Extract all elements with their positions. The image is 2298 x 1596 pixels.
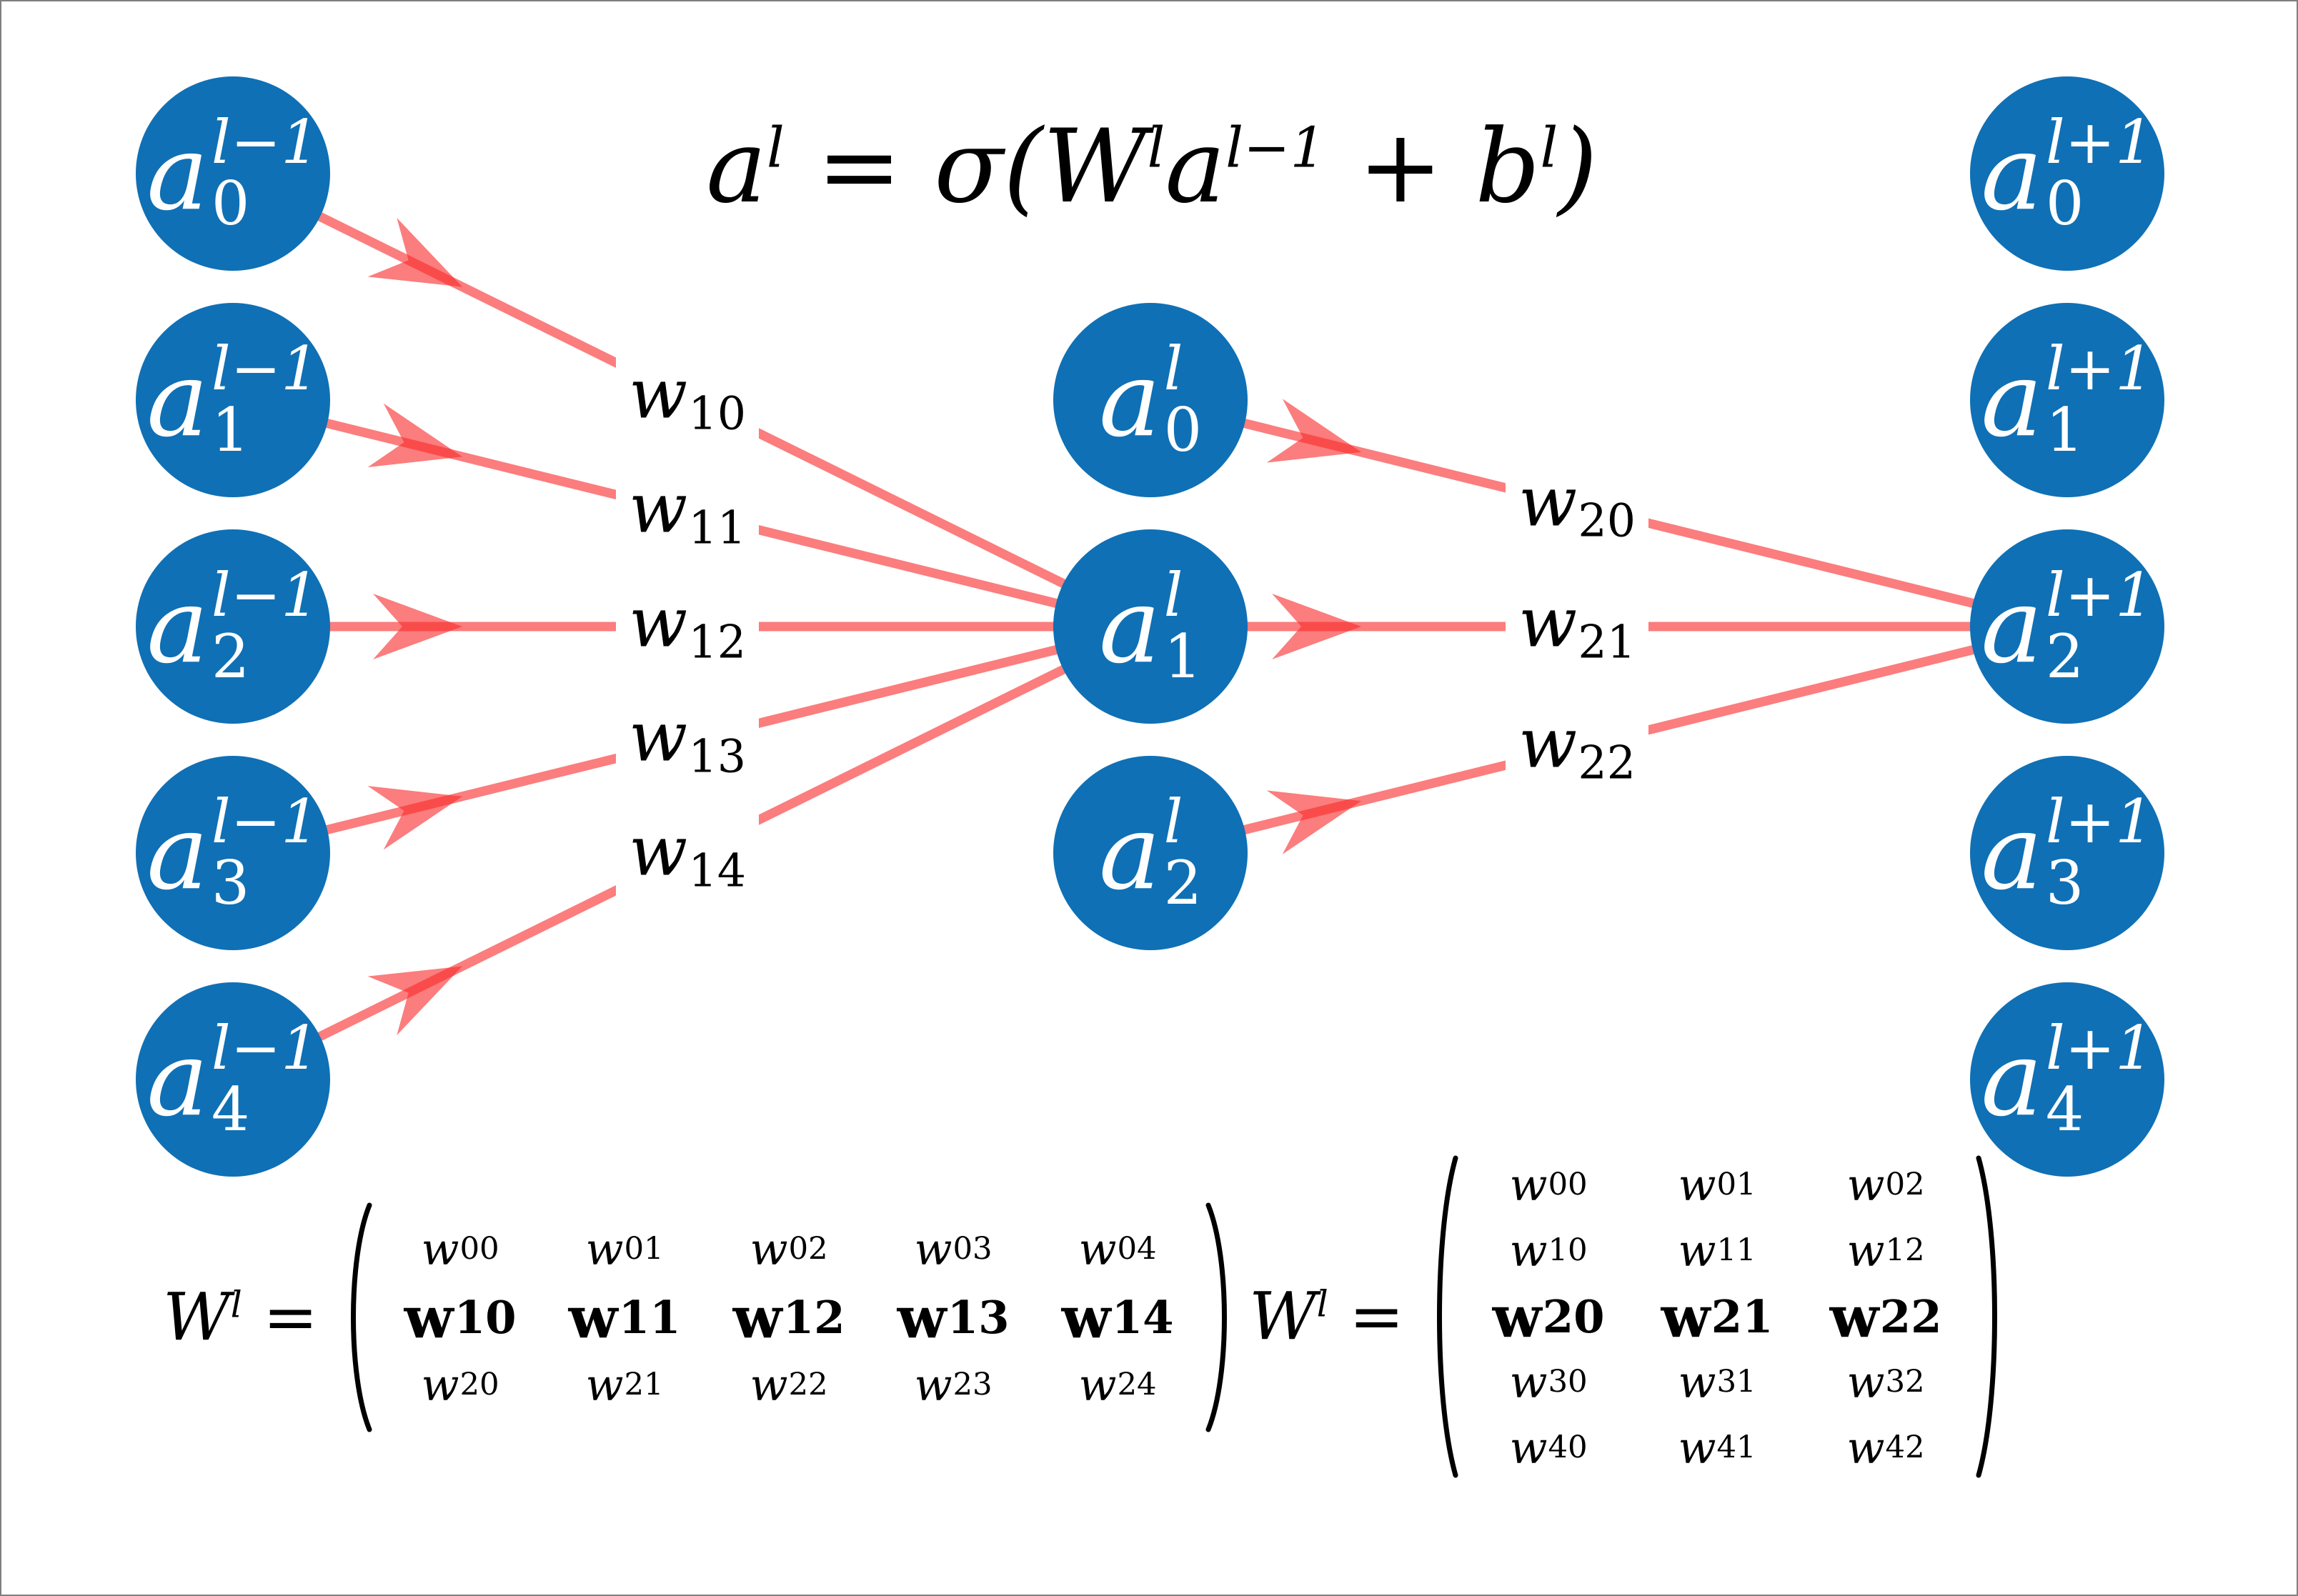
neuron-node-previous-layer-3 (136, 756, 330, 950)
neuron-node-next-layer-3 (1970, 756, 2164, 950)
weight-label-w22: w22 (1505, 704, 1649, 791)
neuron-node-next-layer-0 (1970, 76, 2164, 271)
neuron-node-previous-layer-1 (136, 303, 330, 497)
neuron-node-previous-layer-2 (136, 529, 330, 724)
edge-arrowhead (367, 786, 462, 850)
neuron-node-next-layer-4 (1970, 982, 2164, 1177)
weight-label-w13: w13 (615, 698, 760, 784)
matrix-lhs: Wl = (163, 1279, 319, 1355)
matrix-paren-right (1205, 1202, 1228, 1432)
matrix-paren-right (1976, 1155, 1998, 1478)
edge-arrowhead (367, 966, 462, 1036)
neuron-node-next-layer-2 (1970, 529, 2164, 724)
matrix-paren-left (1437, 1155, 1458, 1478)
neuron-node-current-layer-1 (1053, 529, 1248, 724)
neuron-node-previous-layer-0 (136, 76, 330, 271)
weight-label-w21: w21 (1505, 584, 1649, 669)
weight-label-w20: w20 (1505, 462, 1649, 549)
edge-arrowhead (367, 403, 462, 467)
weight-label-w12: w12 (615, 584, 760, 669)
neuron-node-current-layer-0 (1053, 303, 1248, 497)
edge-arrowhead (1266, 790, 1362, 854)
edge-arrowhead (1272, 594, 1362, 659)
edge-arrowhead (367, 217, 462, 287)
neuron-node-previous-layer-4 (136, 982, 330, 1177)
neuron-node-current-layer-2 (1053, 756, 1248, 950)
edge-arrowhead (373, 594, 462, 659)
edge-arrowhead (1266, 399, 1362, 463)
layer-formula: al = σ(Wlal−1 + bl) (706, 108, 1598, 226)
matrix-lhs: Wl = (1249, 1278, 1405, 1355)
weight-label-w11: w11 (615, 469, 760, 555)
matrix-paren-left (351, 1202, 372, 1432)
neuron-node-next-layer-1 (1970, 303, 2164, 497)
weight-label-w14: w14 (615, 812, 760, 898)
weight-label-w10: w10 (615, 355, 760, 441)
